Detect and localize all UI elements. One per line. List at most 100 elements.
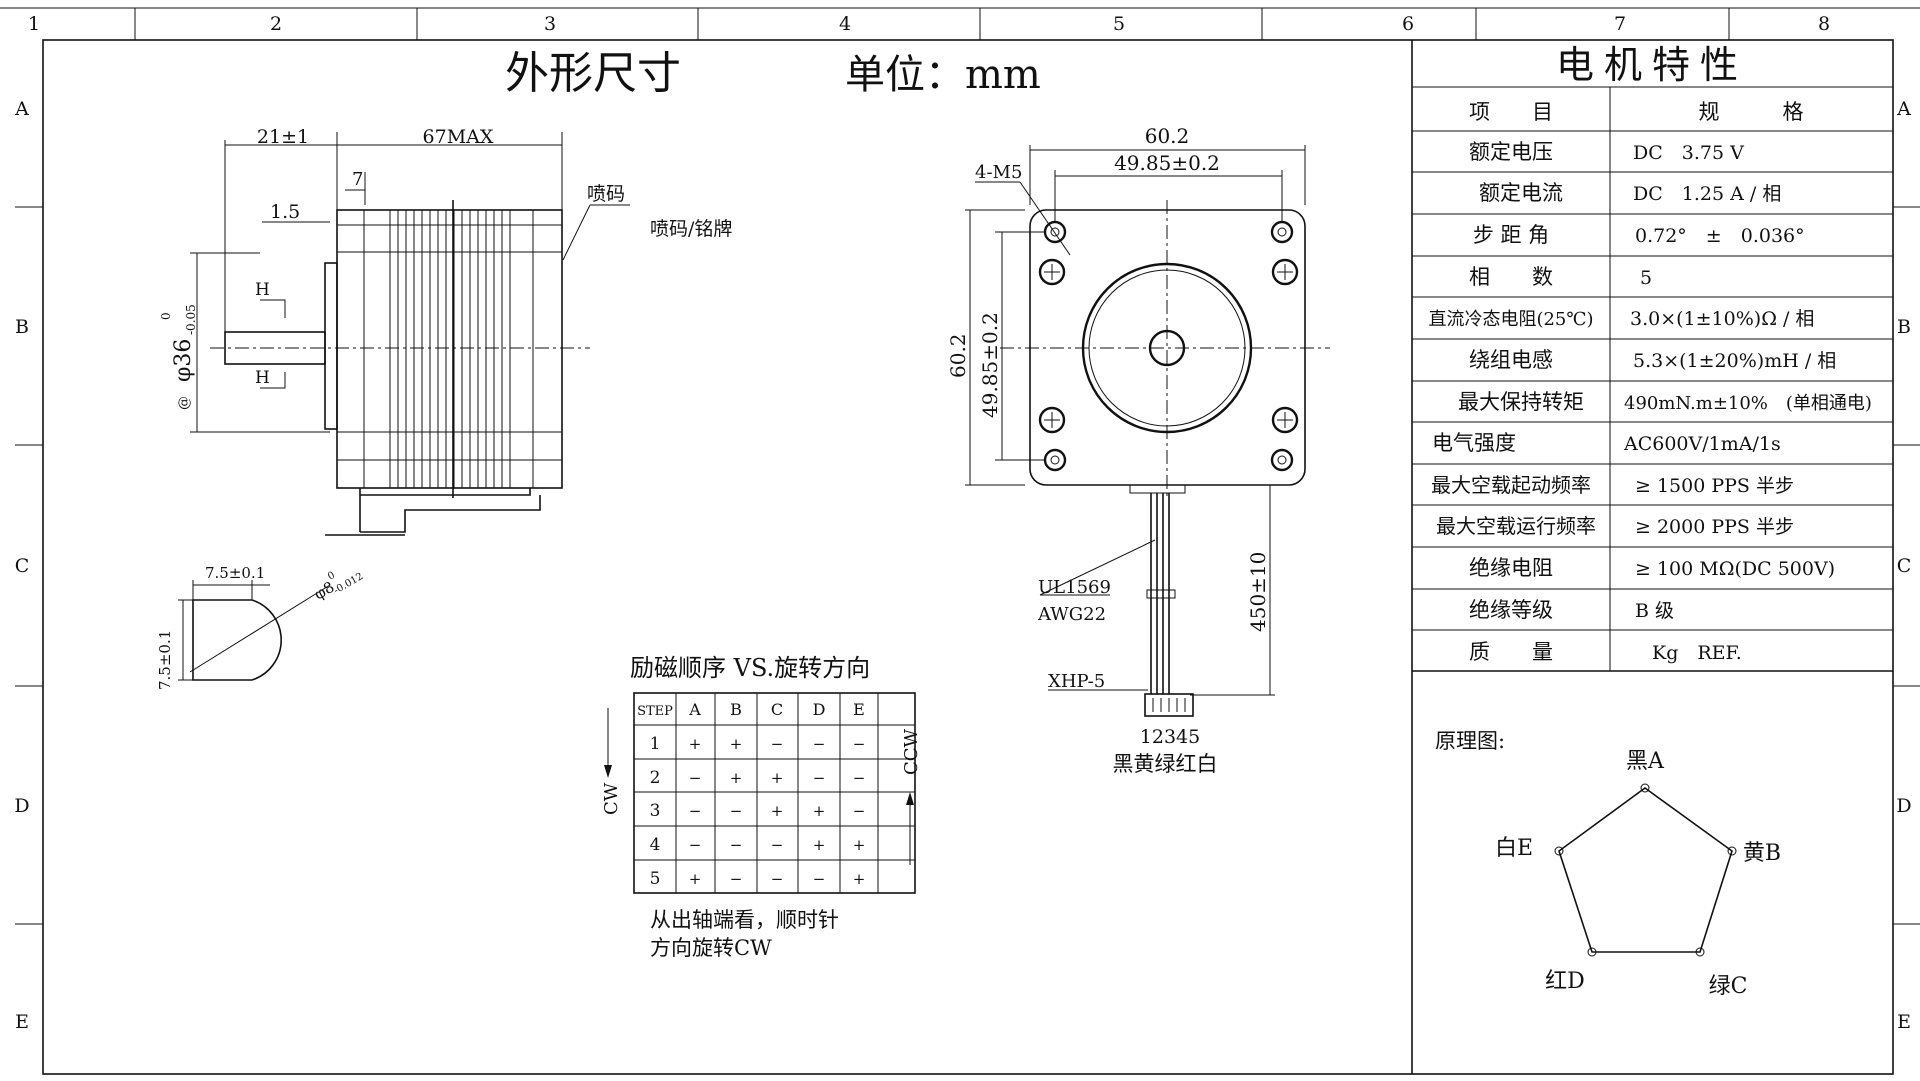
spec-value: AC600V/1mA/1s bbox=[1623, 433, 1781, 455]
dim-diameter-36: φ36 bbox=[171, 339, 196, 382]
step-table-header: E bbox=[853, 700, 865, 719]
step-cell: + bbox=[771, 802, 784, 820]
row-label: E bbox=[1897, 1011, 1911, 1033]
spec-value: ≥ 1500 PPS 半步 bbox=[1635, 475, 1794, 497]
spec-value: ≥ 2000 PPS 半步 bbox=[1635, 516, 1794, 538]
step-cell: − bbox=[853, 735, 866, 753]
label-pen: 喷码 bbox=[587, 183, 625, 205]
step-cell: − bbox=[689, 836, 702, 854]
spec-item: 步 距 角 bbox=[1473, 223, 1549, 247]
front-width-dim: 60.2 bbox=[1145, 124, 1190, 148]
step-cell: − bbox=[771, 870, 784, 888]
cable-spec: UL1569 bbox=[1038, 577, 1111, 598]
spec-item: 相 数 bbox=[1469, 265, 1553, 289]
step-number: 5 bbox=[650, 869, 661, 889]
section-h-bottom: H bbox=[255, 368, 270, 388]
spec-item: 绝缘等级 bbox=[1469, 598, 1553, 622]
step-cell: − bbox=[813, 870, 826, 888]
column-label: 5 bbox=[1113, 13, 1125, 35]
pin-numbers: 12345 bbox=[1140, 726, 1200, 748]
step-table-header: B bbox=[730, 700, 742, 719]
row-label: A bbox=[1896, 98, 1911, 120]
wire-colors: 黑黄绿红白 bbox=[1113, 752, 1218, 776]
step-table-title: 励磁顺序 VS.旋转方向 bbox=[630, 654, 870, 682]
row-label: D bbox=[14, 795, 29, 817]
holes-label: 4-M5 bbox=[975, 162, 1022, 183]
spec-header-item: 项 目 bbox=[1469, 100, 1553, 124]
step-cell: + bbox=[689, 735, 702, 753]
front-height-dim: 60.2 bbox=[946, 333, 970, 378]
spec-value: 0.72° ± 0.036° bbox=[1635, 225, 1805, 247]
step-cell: − bbox=[730, 870, 743, 888]
column-label: 8 bbox=[1818, 13, 1830, 35]
spec-item: 最大空载运行频率 bbox=[1436, 514, 1596, 538]
column-label: 2 bbox=[270, 13, 282, 35]
spec-item: 额定电流 bbox=[1479, 181, 1563, 205]
step-cell: + bbox=[853, 870, 866, 888]
row-label: A bbox=[14, 98, 29, 120]
spec-value: 3.0×(1±10%)Ω / 相 bbox=[1630, 308, 1814, 330]
winding-schematic: 原理图: 黑A 黄B 绿C 红D 白E bbox=[1435, 729, 1781, 999]
spec-item: 直流冷态电阻(25℃) bbox=[1428, 309, 1593, 330]
spec-value: DC 1.25 A / 相 bbox=[1633, 183, 1781, 205]
cw-label: CW bbox=[601, 782, 622, 815]
node-label-c: 绿C bbox=[1709, 974, 1748, 999]
lead-length-dim: 450±10 bbox=[1246, 552, 1270, 632]
step-cell: − bbox=[771, 836, 784, 854]
front-view: 60.2 49.85±0.2 4-M5 60.2 49.85±0.2 UL156… bbox=[946, 124, 1330, 776]
shaft-height-dim: 7.5±0.1 bbox=[156, 630, 174, 690]
spec-item: 绕组电感 bbox=[1469, 348, 1553, 372]
step-number: 4 bbox=[650, 835, 661, 855]
front-hole-spacing-h: 49.85±0.2 bbox=[1114, 151, 1220, 175]
row-label: E bbox=[15, 1011, 29, 1033]
column-label: 3 bbox=[544, 13, 556, 35]
rotation-note-1: 从出轴端看，顺时针 bbox=[650, 908, 839, 932]
section-h-top: H bbox=[255, 280, 270, 300]
step-table-header: STEP bbox=[637, 704, 673, 719]
step-number: 3 bbox=[650, 801, 661, 821]
rotation-note-2: 方向旋转CW bbox=[650, 936, 772, 960]
spec-title: 电机特性 bbox=[1556, 43, 1748, 87]
spec-item: 额定电压 bbox=[1469, 140, 1553, 164]
step-cell: + bbox=[730, 735, 743, 753]
step-cell: − bbox=[730, 836, 743, 854]
step-table-header: D bbox=[813, 700, 826, 719]
column-label: 1 bbox=[28, 13, 40, 35]
shaft-section: 7.5±0.1 7.5±0.1 φ8 0 -0.012 bbox=[156, 564, 365, 690]
node-label-b: 黄B bbox=[1743, 841, 1781, 866]
datum-symbol: @ bbox=[176, 396, 192, 410]
step-number: 2 bbox=[650, 768, 661, 788]
shaft-diameter-tol-lower: -0.012 bbox=[332, 571, 365, 597]
step-cell: + bbox=[689, 870, 702, 888]
step-cell: − bbox=[689, 802, 702, 820]
connector-label: XHP-5 bbox=[1048, 671, 1105, 692]
spec-header-value: 规 格 bbox=[1699, 100, 1804, 124]
row-label: C bbox=[15, 555, 30, 577]
dim-1-5: 1.5 bbox=[270, 201, 300, 223]
row-label: B bbox=[1897, 316, 1911, 338]
step-cell: + bbox=[853, 836, 866, 854]
column-label: 6 bbox=[1402, 13, 1414, 35]
step-cell: + bbox=[730, 769, 743, 787]
shaft-flat-dim: 7.5±0.1 bbox=[205, 564, 265, 582]
spec-value: B 级 bbox=[1635, 600, 1674, 622]
row-label: D bbox=[1896, 795, 1911, 817]
step-cell: + bbox=[813, 802, 826, 820]
spec-value: 490mN.m±10% (单相通电) bbox=[1624, 393, 1872, 414]
stator-laminations bbox=[389, 200, 511, 498]
node-label-a: 黑A bbox=[1626, 749, 1665, 774]
spec-value: DC 3.75 V bbox=[1633, 142, 1744, 164]
dim-21: 21±1 bbox=[257, 126, 309, 148]
front-hole-spacing-v: 49.85±0.2 bbox=[978, 312, 1002, 418]
row-label: B bbox=[15, 316, 29, 338]
row-label: C bbox=[1897, 555, 1912, 577]
step-number: 1 bbox=[650, 734, 661, 754]
step-cell: − bbox=[853, 769, 866, 787]
dim-diameter-tol-lower: -0.05 bbox=[184, 304, 198, 335]
node-label-d: 红D bbox=[1545, 969, 1585, 994]
spec-table: 电机特性 项 目 规 格 额定电压 DC 3.75 V 额定电流 DC 1.25… bbox=[1411, 40, 1893, 1074]
step-cell: − bbox=[730, 802, 743, 820]
